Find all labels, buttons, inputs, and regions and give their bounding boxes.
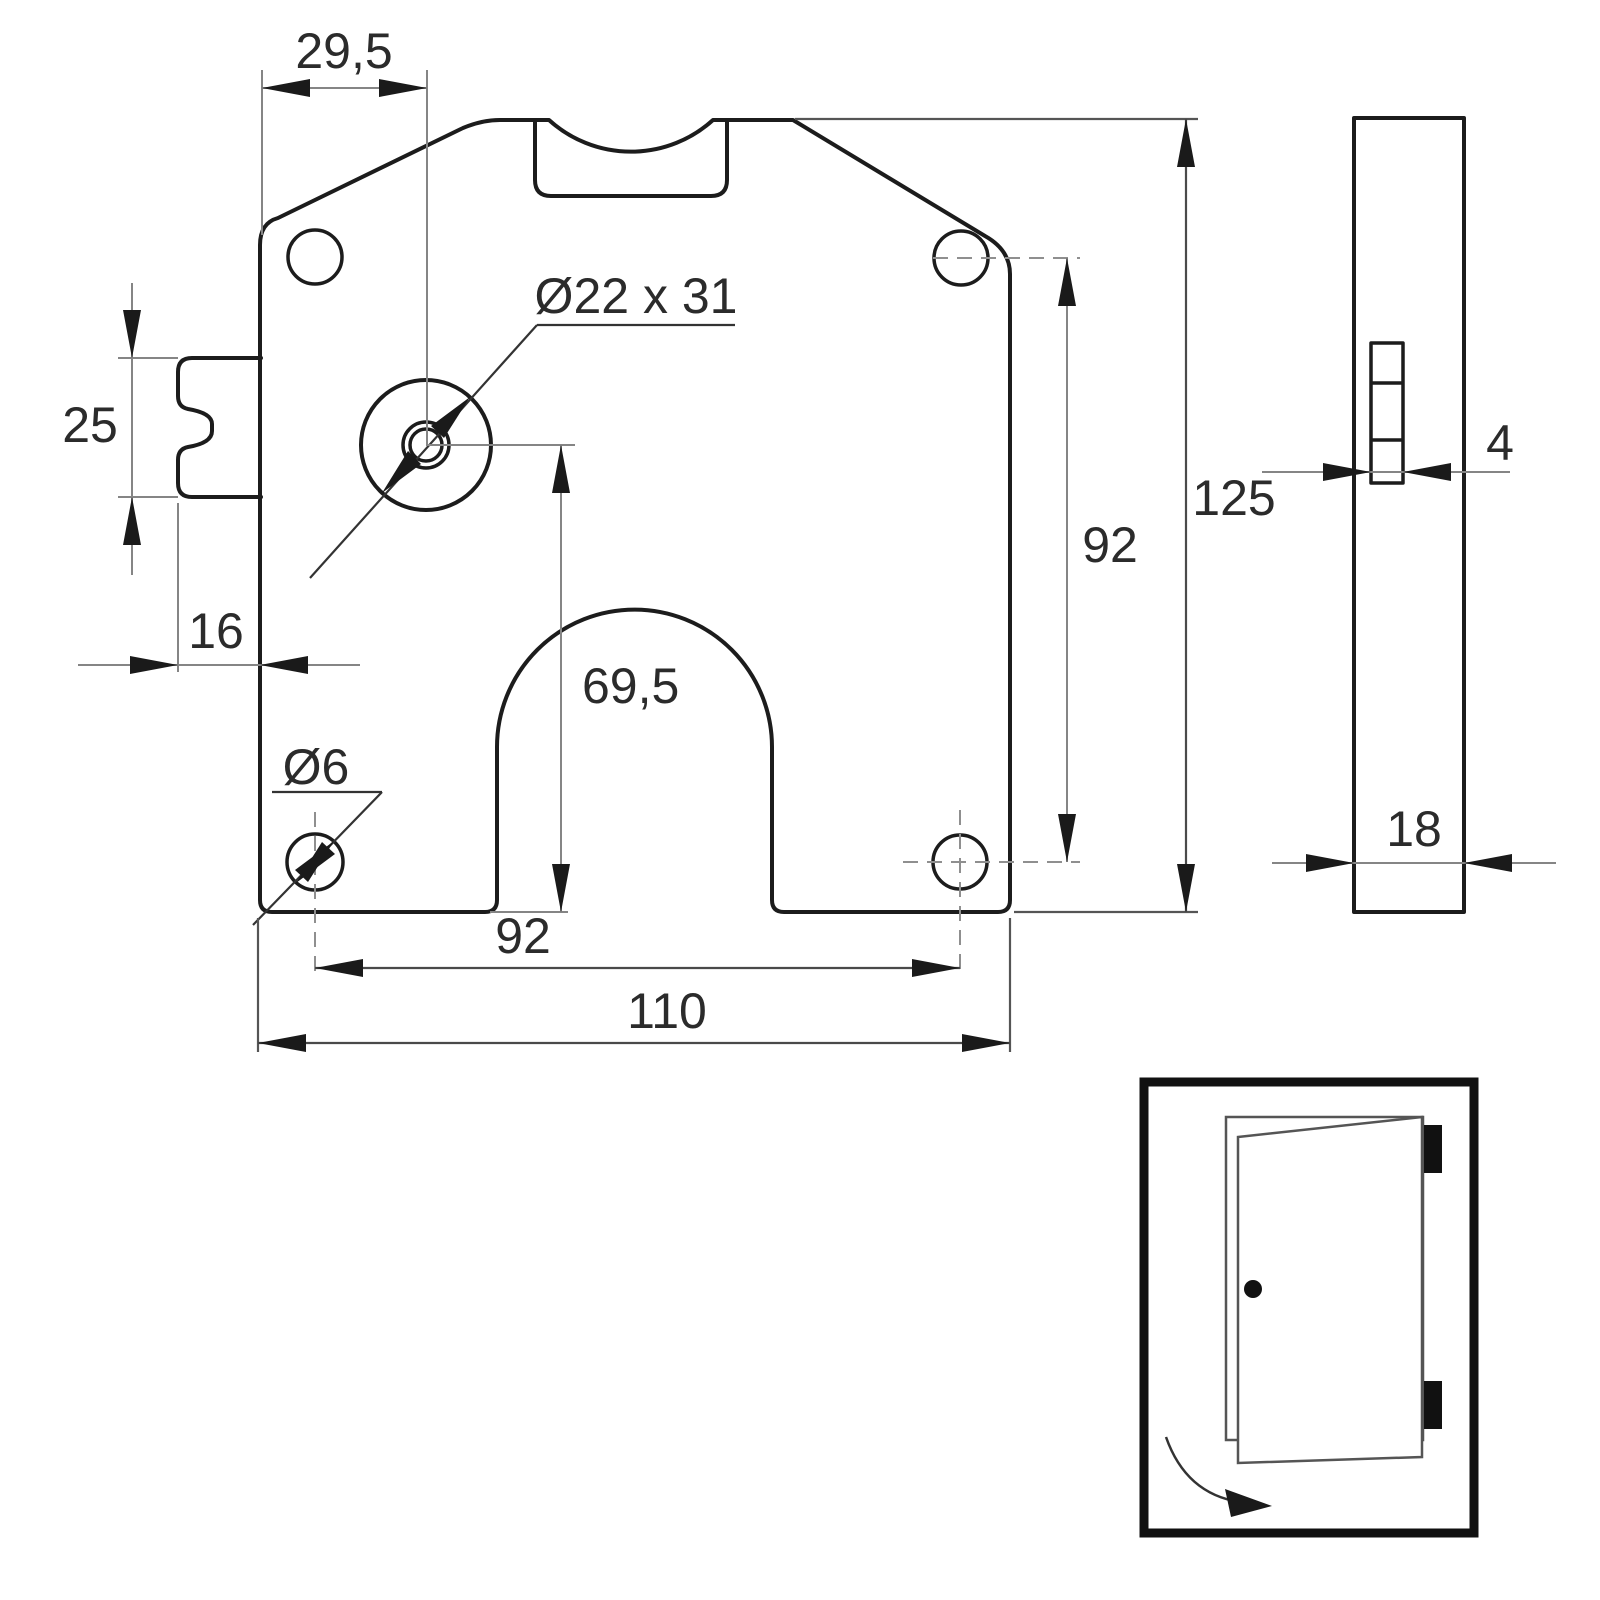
label-hub-bore-text: Ø22 x 31 xyxy=(535,268,738,324)
dim-latch-height: 25 xyxy=(62,283,178,575)
hinge-bottom-icon xyxy=(1424,1381,1442,1429)
dim-overall-height: 125 xyxy=(795,117,1276,914)
dim-hub-to-bottom-label: 69,5 xyxy=(582,658,679,714)
dim-body-depth: 18 xyxy=(1272,801,1556,872)
top-notch-pocket xyxy=(533,118,729,198)
dim-overall-width-label: 110 xyxy=(627,983,707,1039)
dim-hole-spacing-vertical-label: 92 xyxy=(1082,517,1138,573)
centerlines xyxy=(314,257,1080,978)
dim-latch-height-label: 25 xyxy=(62,397,118,453)
dim-overall-width: 110 xyxy=(256,918,1012,1052)
door-knob-icon xyxy=(1244,1280,1262,1298)
dim-hub-to-bottom: 69,5 xyxy=(426,444,679,912)
dim-slider-thickness: 4 xyxy=(1262,415,1514,481)
label-mount-hole-text: Ø6 xyxy=(283,739,350,795)
dim-slider-thickness-label: 4 xyxy=(1486,415,1514,471)
dim-overall-height-label: 125 xyxy=(1192,470,1275,526)
mount-hole-top-left xyxy=(286,228,344,286)
side-view-body xyxy=(1352,116,1466,914)
dim-hub-offset-label: 29,5 xyxy=(295,23,392,79)
dim-hole-spacing-horizontal: 92 xyxy=(315,908,960,977)
latch-bolt xyxy=(176,356,263,499)
dim-hole-spacing-horizontal-label: 92 xyxy=(495,908,551,964)
dim-latch-protrusion-label: 16 xyxy=(188,603,244,659)
front-view-outline xyxy=(258,118,1012,914)
dim-hole-spacing-vertical: 92 xyxy=(1058,258,1138,862)
dim-hub-offset: 29,5 xyxy=(261,23,428,445)
side-view-slider xyxy=(1369,341,1405,485)
hinge-top-icon xyxy=(1424,1125,1442,1173)
door-swing-inset xyxy=(1139,1077,1479,1538)
label-mount-hole: Ø6 xyxy=(252,739,383,926)
side-view xyxy=(1352,116,1466,914)
label-hub-bore: Ø22 x 31 xyxy=(309,268,738,579)
door-swing-arrowhead xyxy=(1225,1489,1272,1517)
door-leaf xyxy=(1236,1115,1424,1465)
dim-latch-protrusion: 16 xyxy=(78,503,360,674)
dim-body-depth-label: 18 xyxy=(1386,801,1442,857)
